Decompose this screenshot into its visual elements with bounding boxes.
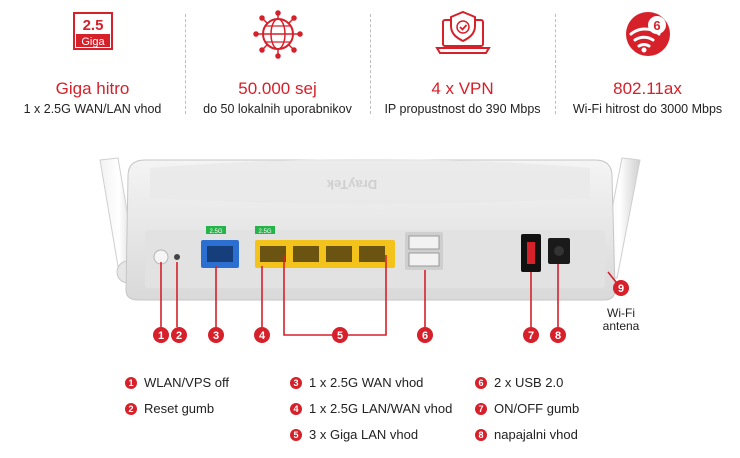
marker-9: 9 bbox=[613, 280, 629, 296]
lan-ports bbox=[255, 240, 395, 268]
svg-text:9: 9 bbox=[618, 283, 624, 295]
giga-badge-icon: 2.5 Giga bbox=[71, 10, 115, 59]
legend-label: 2 x USB 2.0 bbox=[494, 375, 564, 390]
marker-7: 7 bbox=[523, 327, 539, 343]
svg-text:2.5G: 2.5G bbox=[258, 229, 271, 235]
laptop-shield-icon bbox=[433, 10, 493, 63]
svg-text:Giga: Giga bbox=[81, 36, 105, 48]
legend-label: 1 x 2.5G WAN vhod bbox=[309, 375, 424, 390]
svg-text:2: 2 bbox=[176, 330, 182, 342]
legend-number: 2 bbox=[125, 403, 137, 415]
legend-number: 5 bbox=[290, 429, 302, 441]
legend-item: 7 ON/OFF gumb bbox=[475, 401, 579, 416]
wifi-antenna-label: Wi-Fi antena bbox=[602, 306, 640, 333]
feature-sessions: 50.000 sej do 50 lokalnih uporabnikov bbox=[185, 0, 370, 130]
marker-4: 4 bbox=[254, 327, 270, 343]
marker-2: 2 bbox=[171, 327, 187, 343]
power-switch bbox=[521, 234, 541, 272]
marker-5: 5 bbox=[332, 327, 348, 343]
legend-label: napajalni vhod bbox=[494, 427, 578, 442]
divider bbox=[555, 14, 556, 114]
marker-1: 1 bbox=[153, 327, 169, 343]
svg-text:4: 4 bbox=[259, 330, 266, 342]
feature-title: 50.000 sej bbox=[238, 79, 317, 98]
port-tag bbox=[255, 226, 275, 234]
power-jack bbox=[548, 238, 570, 264]
wan-port bbox=[201, 240, 239, 268]
router-back-panel: DrayTek 2.5G 2.5G bbox=[99, 157, 641, 343]
legend-number: 7 bbox=[475, 403, 487, 415]
port-tag bbox=[206, 226, 226, 234]
feature-subtitle: IP propustnost do 390 Mbps bbox=[384, 102, 541, 116]
legend-number: 4 bbox=[290, 403, 302, 415]
svg-text:6: 6 bbox=[653, 18, 660, 33]
divider bbox=[370, 14, 371, 114]
divider bbox=[185, 14, 186, 114]
reset-button bbox=[174, 254, 180, 260]
svg-text:6: 6 bbox=[422, 330, 428, 342]
legend-label: ON/OFF gumb bbox=[494, 401, 580, 416]
legend-label: 3 x Giga LAN vhod bbox=[309, 427, 419, 442]
legend-label: Reset gumb bbox=[144, 401, 215, 416]
legend-number: 3 bbox=[290, 377, 302, 389]
feature-title: 802.11ax bbox=[613, 79, 682, 98]
feature-subtitle: 1 x 2.5G WAN/LAN vhod bbox=[23, 102, 162, 116]
legend-number: 6 bbox=[475, 377, 487, 389]
legend-number: 8 bbox=[475, 429, 487, 441]
feature-vpn: 4 x VPN IP propustnost do 390 Mbps bbox=[370, 0, 555, 130]
svg-text:2.5: 2.5 bbox=[82, 17, 103, 34]
legend-item: 3 1 x 2.5G WAN vhod bbox=[290, 375, 423, 390]
legend-item: 5 3 x Giga LAN vhod bbox=[290, 427, 418, 442]
feature-subtitle: Wi-Fi hitrost do 3000 Mbps bbox=[572, 102, 723, 116]
svg-text:5: 5 bbox=[337, 330, 343, 342]
wifi6-icon: 6 bbox=[624, 10, 672, 63]
legend-item: 1 WLAN/VPS off bbox=[125, 375, 229, 390]
marker-8: 8 bbox=[550, 327, 566, 343]
network-globe-icon bbox=[252, 10, 304, 65]
brand-embossing: DrayTek bbox=[326, 177, 377, 192]
feature-title: Giga hitro bbox=[55, 79, 130, 98]
svg-text:3: 3 bbox=[213, 330, 219, 342]
feature-subtitle: do 50 lokalnih uporabnikov bbox=[203, 102, 352, 116]
feature-wifi: 6 802.11ax Wi-Fi hitrost do 3000 Mbps bbox=[555, 0, 740, 130]
legend-item: 6 2 x USB 2.0 bbox=[475, 375, 563, 390]
feature-title: 4 x VPN bbox=[431, 79, 494, 98]
legend-number: 1 bbox=[125, 377, 137, 389]
legend-item: 8 napajalni vhod bbox=[475, 427, 578, 442]
marker-3: 3 bbox=[208, 327, 224, 343]
svg-text:8: 8 bbox=[555, 330, 561, 342]
legend-label: 1 x 2.5G LAN/WAN vhod bbox=[309, 401, 453, 416]
svg-text:7: 7 bbox=[528, 330, 534, 342]
legend-item: 2 Reset gumb bbox=[125, 401, 214, 416]
marker-6: 6 bbox=[417, 327, 433, 343]
svg-text:1: 1 bbox=[158, 330, 164, 342]
legend-item: 4 1 x 2.5G LAN/WAN vhod bbox=[290, 401, 452, 416]
feature-speed: 2.5 Giga Giga hitro 1 x 2.5G WAN/LAN vho… bbox=[0, 0, 185, 130]
legend-label: WLAN/VPS off bbox=[144, 375, 230, 390]
usb-ports bbox=[405, 232, 443, 270]
wlan-vpn-off-button bbox=[153, 249, 169, 265]
svg-text:2.5G: 2.5G bbox=[209, 229, 222, 235]
